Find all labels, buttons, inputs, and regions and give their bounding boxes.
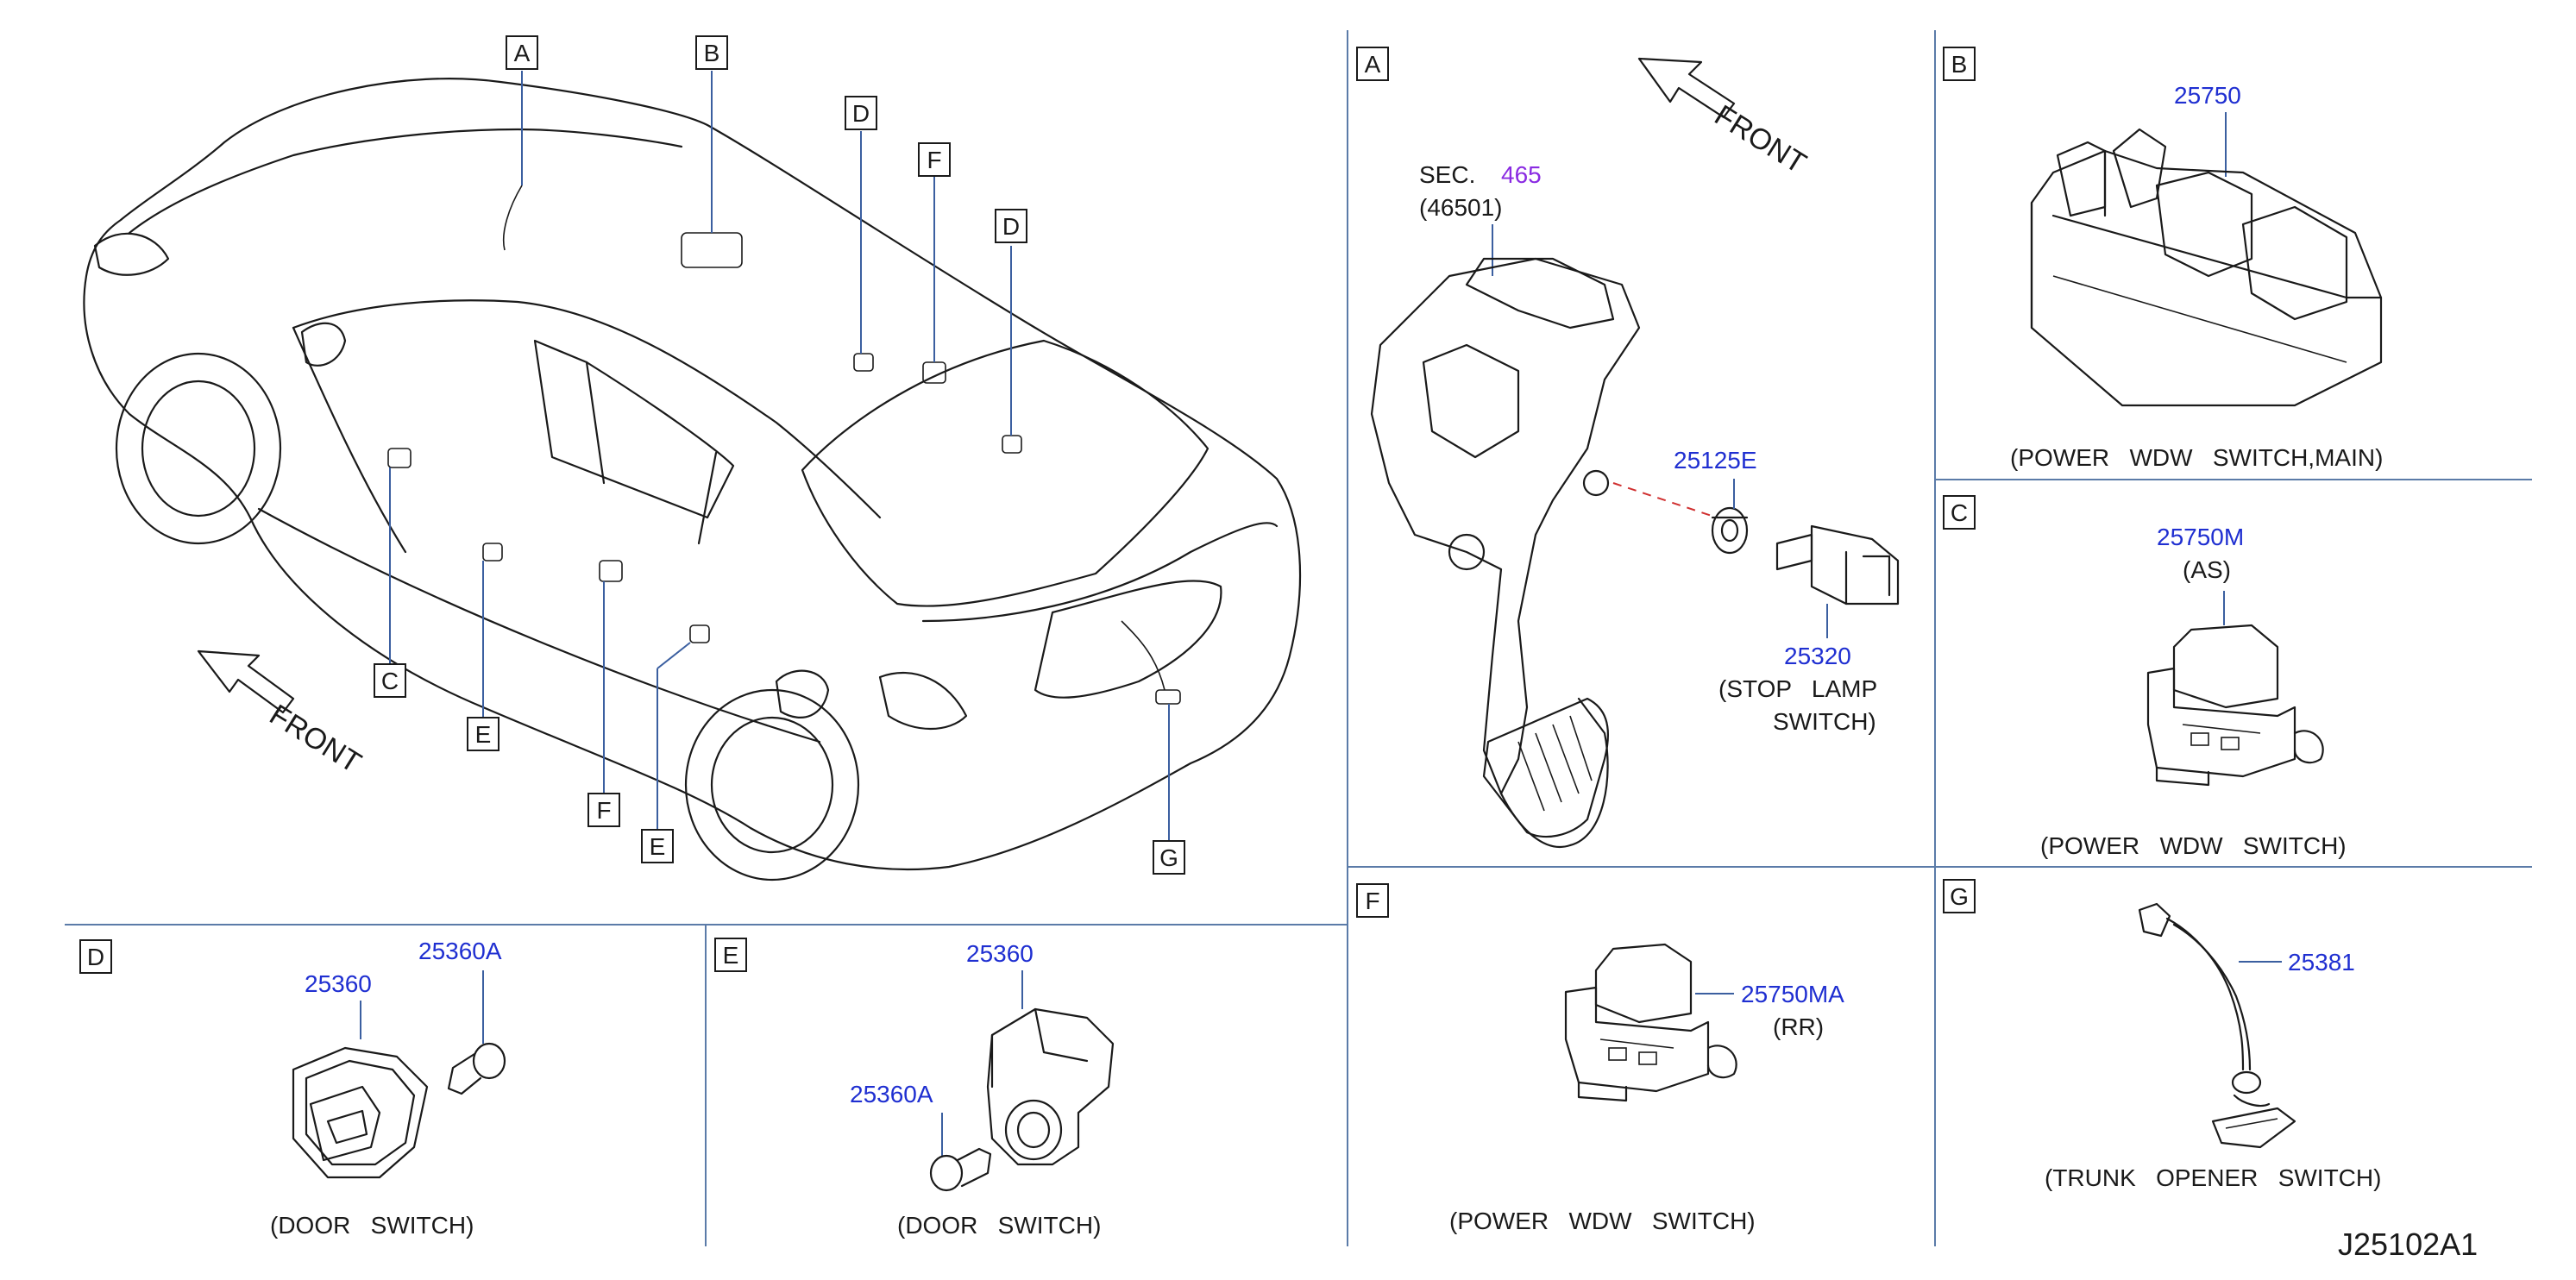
part-sub-as: (AS) bbox=[2183, 556, 2231, 583]
part-number-25750m: 25750M bbox=[2157, 524, 2244, 550]
panel-a-letter: A bbox=[1365, 51, 1381, 78]
callout-b: B bbox=[704, 40, 720, 66]
part-number-25320: 25320 bbox=[1784, 643, 1851, 669]
part-number-25381: 25381 bbox=[2288, 949, 2355, 976]
stop-lamp-clip bbox=[1711, 506, 1749, 555]
brake-pedal-assembly bbox=[1370, 257, 1641, 848]
callout-f-2: F bbox=[596, 797, 611, 824]
rear-window-switch bbox=[1564, 943, 1737, 1102]
part-sub-rr: (RR) bbox=[1773, 1013, 1824, 1040]
panel-c: C 25750M (AS) (POWER WDW SWITCH) bbox=[1943, 495, 2347, 859]
door-switch-d bbox=[292, 1046, 429, 1179]
callout-f-1: F bbox=[927, 147, 941, 173]
front-arrow-panel-a: FRONT bbox=[1637, 57, 1812, 180]
panel-a: A FRONT SEC. 465 (46501) bbox=[1356, 47, 1900, 848]
caption-rr-switch: (POWER WDW SWITCH) bbox=[1449, 1208, 1756, 1234]
caption-stop-lamp-line1: (STOP LAMP bbox=[1718, 675, 1877, 702]
main-window-switch bbox=[2030, 128, 2383, 407]
panel-f-letter: F bbox=[1365, 888, 1379, 914]
panel-b: B 25750 (POWER WDW SWITCH,MAIN) bbox=[1943, 47, 2383, 471]
front-label-panel-a: FRONT bbox=[1709, 99, 1812, 180]
part-number-25750: 25750 bbox=[2174, 82, 2241, 109]
caption-main-switch: (POWER WDW SWITCH,MAIN) bbox=[2010, 444, 2383, 471]
passenger-window-switch bbox=[2146, 624, 2324, 787]
caption-door-switch-e: (DOOR SWITCH) bbox=[897, 1212, 1101, 1239]
panel-dividers bbox=[65, 30, 2532, 1246]
sec-number: 465 bbox=[1501, 161, 1542, 188]
panel-e-letter: E bbox=[723, 942, 739, 969]
caption-as-switch: (POWER WDW SWITCH) bbox=[2040, 832, 2347, 859]
front-label-overview: FRONT bbox=[264, 699, 367, 780]
callout-g: G bbox=[1159, 844, 1178, 871]
door-switch-clip-d bbox=[447, 1042, 506, 1095]
stop-lamp-switch bbox=[1775, 524, 1900, 605]
panel-c-letter: C bbox=[1951, 499, 1968, 526]
overview-leaders bbox=[389, 71, 1170, 841]
trunk-opener-switch bbox=[2138, 902, 2296, 1149]
door-switch-clip-e bbox=[929, 1147, 992, 1192]
caption-stop-lamp-line2: SWITCH) bbox=[1773, 708, 1876, 735]
vehicle-overview-illustration bbox=[83, 78, 1302, 882]
panel-d-letter: D bbox=[87, 944, 104, 970]
panel-f: F 25750MA (RR) (POWER WDW SWITCH) bbox=[1356, 883, 1844, 1234]
callout-d-1: D bbox=[852, 100, 870, 127]
callout-e-2: E bbox=[650, 833, 666, 860]
caption-trunk-opener: (TRUNK OPENER SWITCH) bbox=[2045, 1164, 2381, 1191]
overview-callouts: A B D F D C E F E G bbox=[374, 35, 1185, 875]
caption-door-switch-d: (DOOR SWITCH) bbox=[270, 1212, 474, 1239]
part-number-25360-e: 25360 bbox=[966, 940, 1034, 967]
panel-e: E 25360 25360A (DOOR SWITCH) bbox=[714, 938, 1115, 1239]
callout-a: A bbox=[514, 40, 531, 66]
front-arrow-overview: FRONT bbox=[197, 649, 367, 780]
part-number-25125e: 25125E bbox=[1674, 447, 1757, 474]
sec-label: SEC. bbox=[1419, 161, 1475, 188]
panel-d: D 25360 25360A (DOOR SWITCH) bbox=[79, 938, 506, 1239]
callout-d-2: D bbox=[1002, 213, 1020, 240]
part-number-25360a-d: 25360A bbox=[418, 938, 502, 964]
part-number-25750ma: 25750MA bbox=[1741, 981, 1844, 1007]
sec-sub: (46501) bbox=[1419, 194, 1503, 221]
callout-e-1: E bbox=[475, 721, 492, 748]
part-number-25360a-e: 25360A bbox=[850, 1081, 933, 1107]
panel-b-letter: B bbox=[1951, 51, 1968, 78]
panel-g-letter: G bbox=[1950, 883, 1969, 910]
panel-g: G 25381 (TRUNK OPENER SWITCH) bbox=[1943, 879, 2381, 1191]
diagram-code: J25102A1 bbox=[2338, 1227, 2478, 1262]
callout-c: C bbox=[381, 668, 399, 694]
door-switch-e bbox=[986, 1007, 1115, 1166]
part-number-25360-d: 25360 bbox=[305, 970, 372, 997]
